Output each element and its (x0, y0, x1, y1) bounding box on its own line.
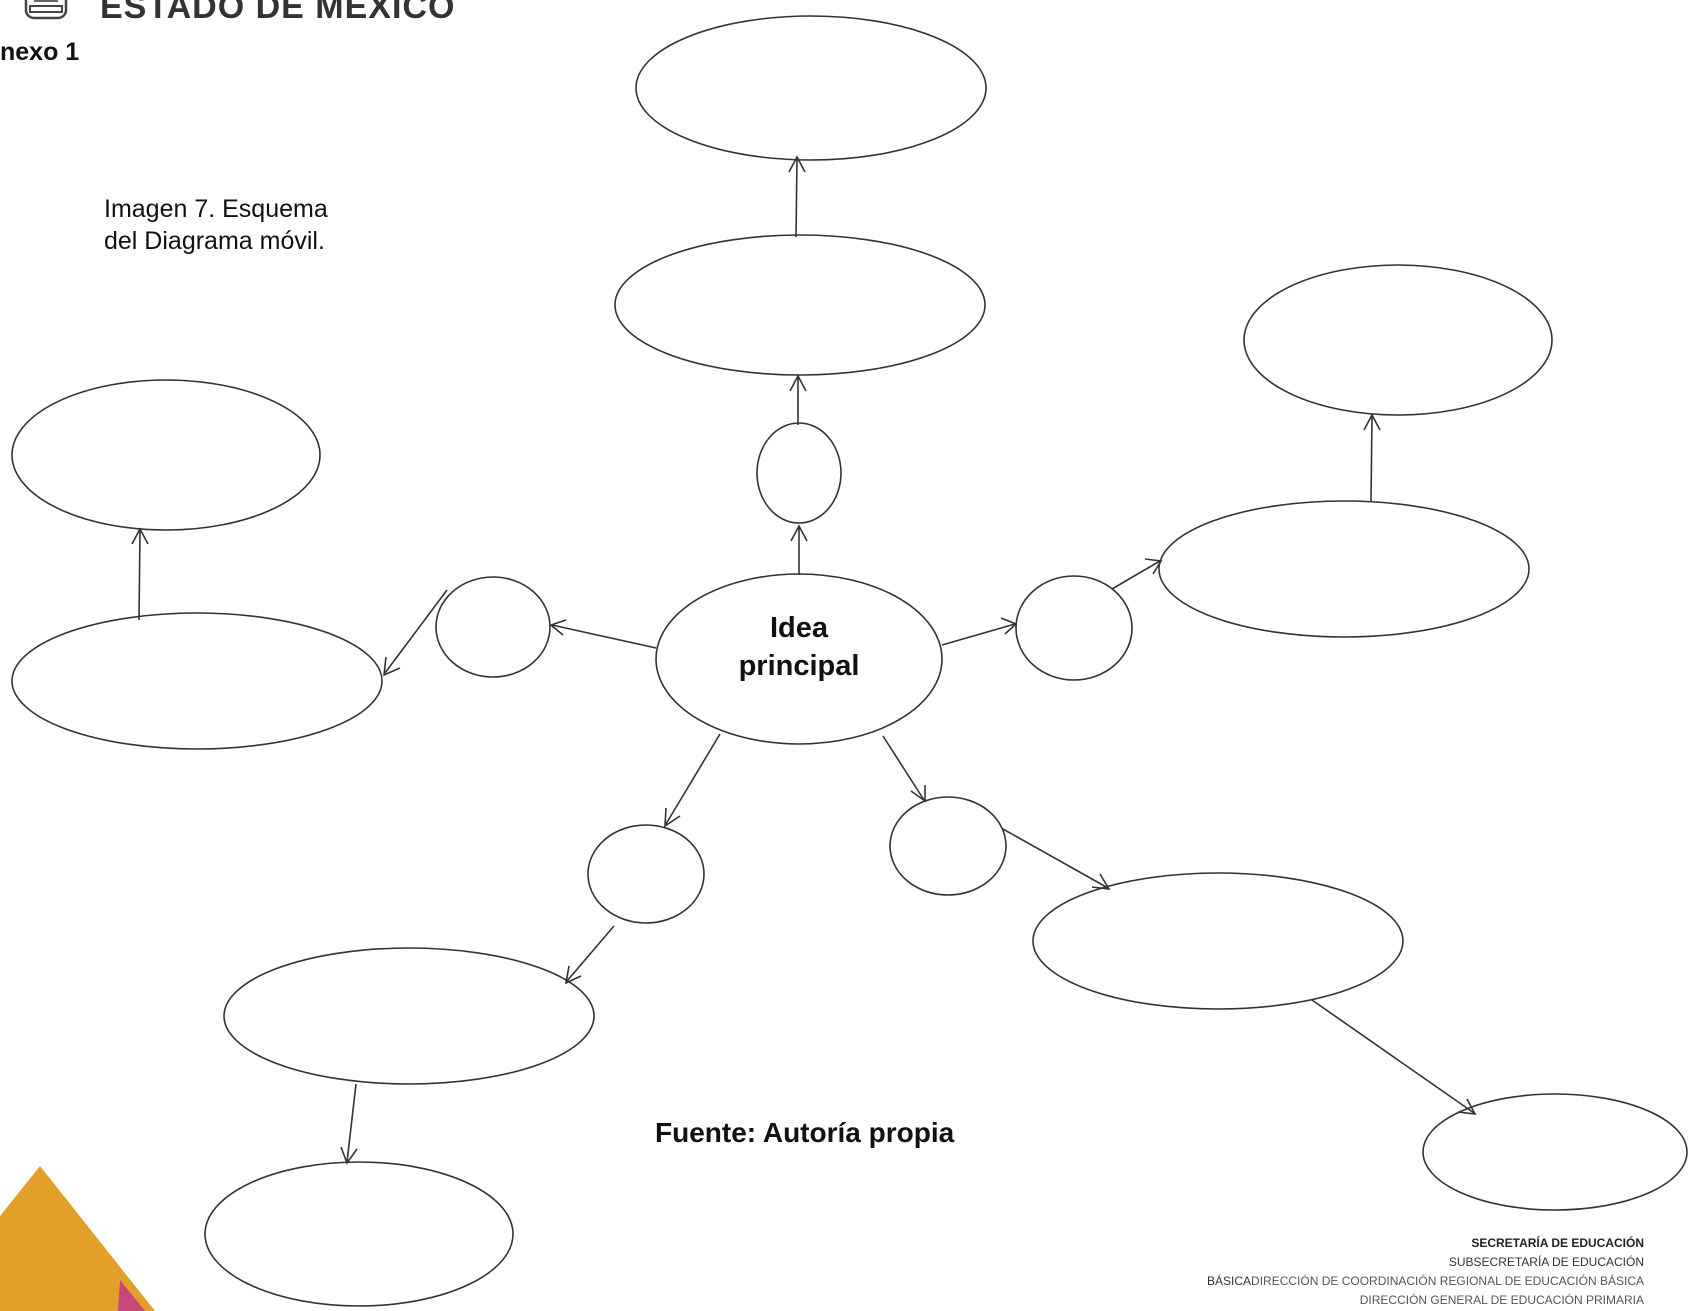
node-lower-right-bottom (1422, 1093, 1688, 1211)
node-left-upper (11, 379, 321, 531)
source-label: Fuente: Autoría propia (655, 1117, 955, 1148)
arrow-central-to-left-small (549, 619, 657, 649)
footer-line-1: SECRETARÍA DE EDUCACIÓN (1471, 1236, 1644, 1250)
arrow-lower-left-small-to-lower-left-middle (564, 925, 615, 985)
caption-line-2: del Diagrama móvil. (104, 227, 325, 255)
figure-caption: Imagen 7. Esquema del Diagrama móvil. (104, 193, 328, 257)
footer-line-3: BÁSICADIRECCIÓN DE COORDINACIÓN REGIONAL… (1207, 1272, 1644, 1291)
node-left-small (435, 576, 551, 678)
arrow-lower-left-middle-to-lower-left-bottom (340, 1083, 358, 1165)
arrow-lower-right-middle-to-lower-right-bottom (1311, 999, 1477, 1115)
caption-line-1: Imagen 7. Esquema (104, 195, 328, 223)
node-right-small (1015, 575, 1133, 681)
central-node-line-1: Idea (770, 612, 829, 644)
node-right-middle (1158, 500, 1530, 638)
node-lower-right-middle (1032, 872, 1404, 1010)
brand-title: ESTADO DE MÉXICO (100, 0, 456, 26)
node-left-lower (11, 612, 383, 750)
node-top-small (756, 422, 842, 524)
node-top-middle (614, 234, 986, 376)
arrow-central-to-right-small (941, 617, 1018, 646)
footer-line-3-bold: BÁSICA (1207, 1274, 1252, 1288)
arrow-top-middle-to-top-outer (788, 155, 806, 238)
arrow-top-small-to-top-middle (789, 374, 807, 425)
node-lower-left-middle (223, 947, 595, 1085)
annex-label: nexo 1 (0, 38, 80, 66)
state-seal-logo (24, 0, 68, 20)
footer-line-2: SUBSECRETARÍA DE EDUCACIÓN (1448, 1255, 1644, 1269)
node-lower-left-small (587, 824, 705, 924)
arrow-right-middle-to-right-upper (1363, 413, 1381, 502)
arrow-left-lower-to-left-upper (131, 527, 149, 621)
node-lower-left-bottom (204, 1161, 514, 1307)
arrow-central-to-top-small (790, 524, 808, 575)
central-node-line-2: principal (739, 650, 860, 682)
node-top-outer (635, 15, 987, 161)
node-right-upper (1243, 264, 1553, 416)
arrow-lower-right-small-to-lower-right-middle (1002, 828, 1111, 890)
institution-footer: SECRETARÍA DE EDUCACIÓN SUBSECRETARÍA DE… (1207, 1234, 1644, 1310)
arrow-central-to-lower-right-small (882, 735, 926, 803)
footer-line-3-rest: DIRECCIÓN DE COORDINACIÓN REGIONAL DE ED… (1251, 1274, 1644, 1288)
pink-triangle-accent (118, 1280, 145, 1311)
arrow-left-small-to-left-lower (383, 589, 448, 677)
arrow-central-to-lower-left-small (664, 733, 721, 828)
node-lower-right-small (889, 796, 1007, 896)
footer-line-4: DIRECCIÓN GENERAL DE EDUCACIÓN PRIMARIA (1359, 1293, 1644, 1307)
orange-triangle (0, 1166, 155, 1311)
arrow-right-small-to-right-middle (1111, 558, 1163, 590)
